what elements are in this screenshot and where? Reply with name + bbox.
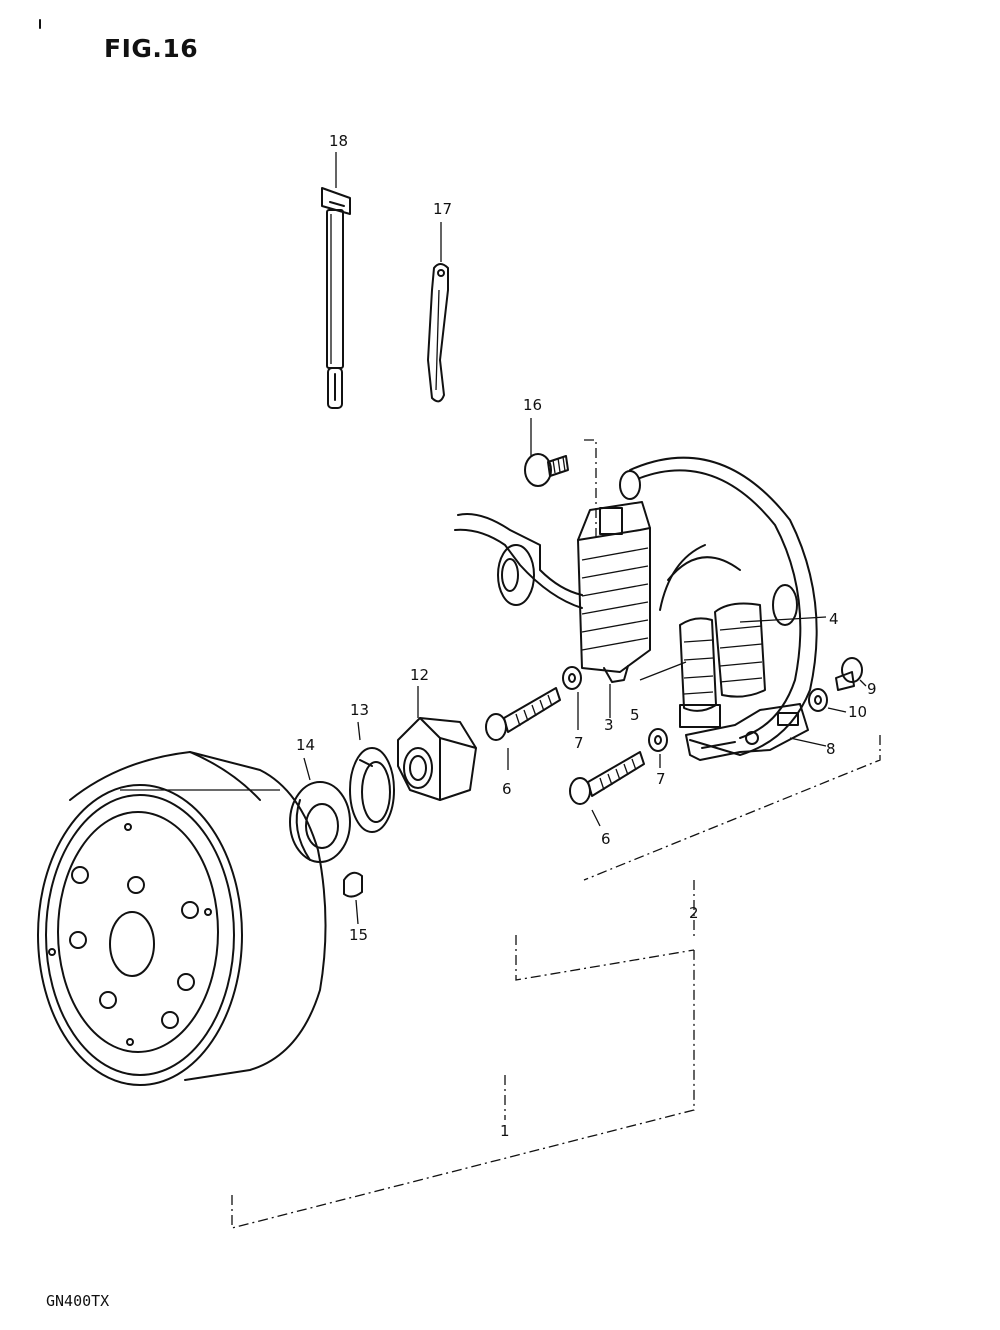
callout-18: 18 — [329, 132, 349, 150]
callout-2: 2 — [689, 904, 699, 922]
callout-1: 1 — [500, 1122, 510, 1140]
callout-15: 15 — [349, 926, 369, 944]
part-13-lock-washer — [349, 721, 395, 833]
figure-title: FIG.16 — [104, 34, 199, 63]
callout-5: 5 — [630, 706, 640, 724]
callout-16: 16 — [523, 396, 543, 414]
part-7-washer-b — [648, 728, 668, 768]
callout-9: 9 — [867, 680, 877, 698]
callout-12: 12 — [410, 666, 430, 684]
callout-13: 13 — [350, 701, 370, 719]
part-7-washer-a — [562, 666, 582, 730]
part-18-lead-strap — [321, 152, 351, 409]
callout-8: 8 — [826, 740, 836, 758]
part-15-woodruff-key — [343, 871, 363, 925]
part-12-nut — [397, 686, 477, 801]
part-9-screw — [835, 657, 867, 691]
callout-14: 14 — [296, 736, 316, 754]
leader-4 — [739, 616, 827, 623]
part-16-screw — [524, 418, 569, 487]
part-1-rotor-flywheel — [37, 751, 327, 1086]
part-6-screw-b — [569, 751, 645, 827]
bracket-2-lower — [583, 735, 881, 881]
part-2-stator-assembly — [454, 456, 818, 761]
callout-7a: 7 — [574, 734, 584, 752]
leader-5 — [639, 661, 687, 681]
leader-15 — [355, 899, 359, 925]
callout-6b: 6 — [601, 830, 611, 848]
bracket-2-upper — [584, 439, 597, 540]
leader-6b — [591, 809, 601, 827]
model-code: GN400TX — [46, 1292, 110, 1310]
leader-9 — [859, 679, 867, 687]
callout-7b: 7 — [656, 770, 666, 788]
part-14-washer — [289, 757, 351, 863]
callout-17: 17 — [433, 200, 453, 218]
bracket-2-base — [515, 935, 695, 981]
callout-10: 10 — [848, 703, 868, 721]
leader-8 — [789, 737, 827, 747]
leader-10 — [827, 707, 847, 713]
part-17-clamp — [427, 222, 449, 403]
leader-14 — [303, 757, 311, 781]
part-6-screw-a — [485, 687, 561, 770]
callout-3: 3 — [604, 716, 614, 734]
callout-4: 4 — [829, 610, 839, 628]
leader-13 — [357, 721, 361, 741]
part-10-washer — [808, 688, 847, 713]
bracket-1 — [231, 950, 695, 1229]
callout-6a: 6 — [502, 780, 512, 798]
